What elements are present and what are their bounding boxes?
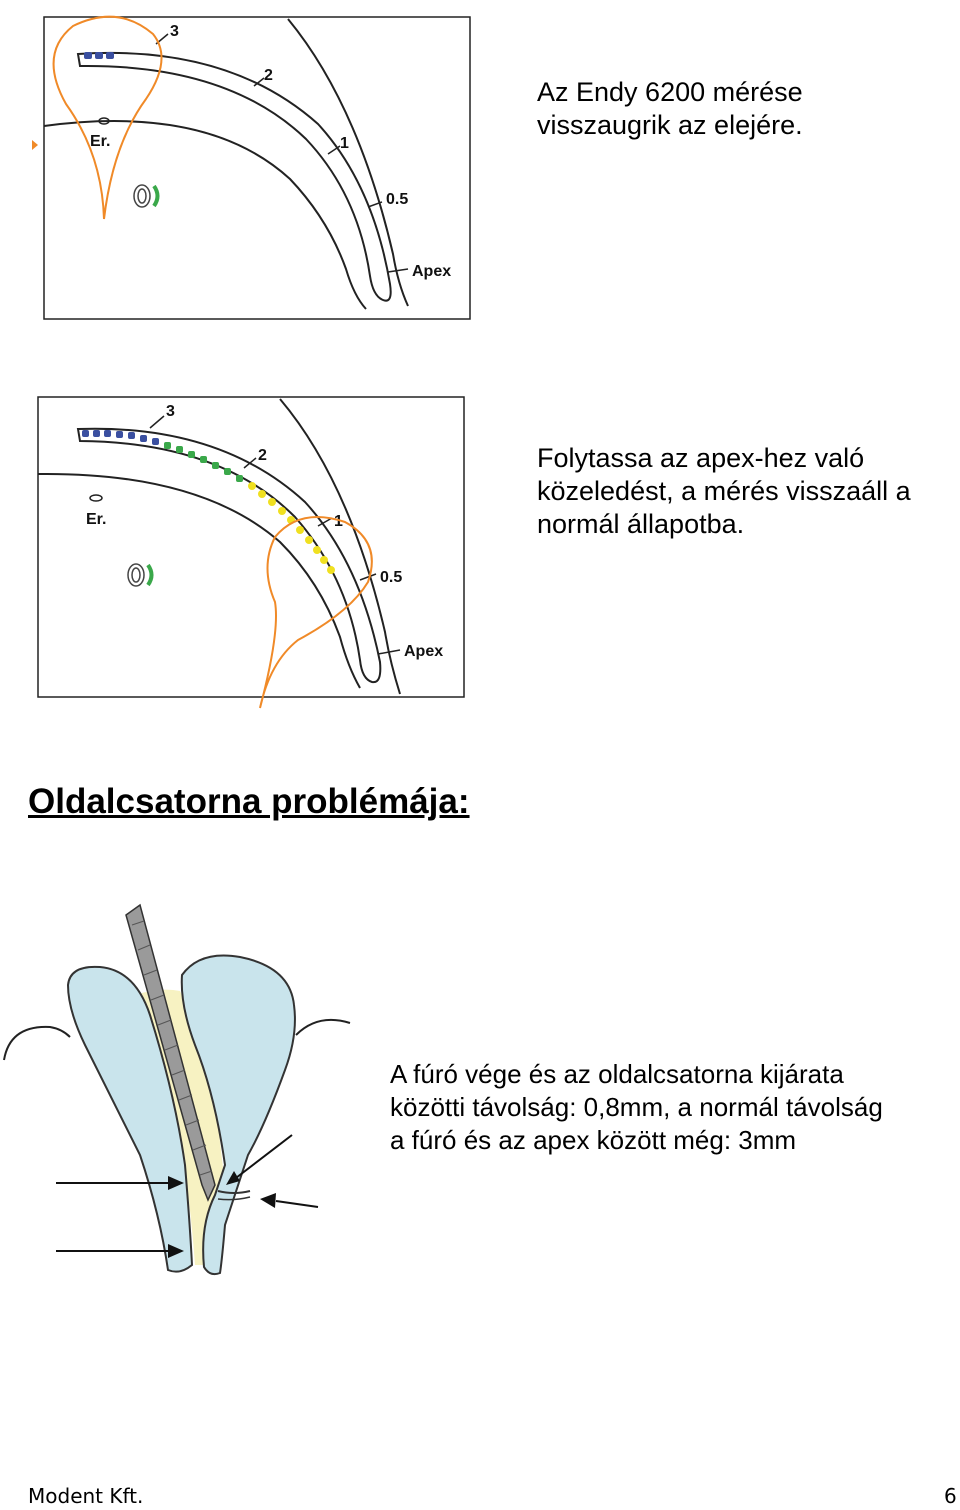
tooth-root-left (66, 965, 194, 1273)
scale-label-3: 3 (166, 403, 175, 420)
arrow-left-lower (56, 1244, 184, 1258)
footer-page-number: 6 (944, 1484, 957, 1508)
scale-ticks (155, 33, 409, 273)
apex-diagram-2-svg: 3 2 1 0.5 Apex Er. (37, 396, 465, 709)
arrow-left-upper (56, 1176, 184, 1190)
indicator-dots (82, 430, 335, 574)
scale-label-2: 2 (258, 447, 267, 464)
gum-line-right (295, 1019, 351, 1036)
canal-path (76, 427, 382, 684)
er-marker-icon (89, 494, 103, 502)
er-marker-icon (98, 117, 110, 125)
scale-label-3: 3 (170, 23, 179, 40)
section-heading: Oldalcsatorna problémája: (28, 782, 470, 821)
caption-2-line-1: Folytassa az apex-hez való (537, 443, 865, 473)
diagram-frame (37, 396, 465, 698)
caption-3-line-3: a fúró és az apex között még: 3mm (390, 1125, 797, 1155)
lower-arc (37, 472, 361, 689)
caption-3-line-2: közötti távolság: 0,8mm, a normál távols… (390, 1092, 883, 1122)
ring-icon (133, 184, 160, 208)
ring-icon (127, 563, 154, 587)
apex-diagram-2: 3 2 1 0.5 Apex Er. (30, 392, 470, 714)
scale-label-0-5: 0.5 (380, 569, 402, 586)
orange-highlight-loop (52, 15, 163, 220)
caption-3: A fúró vége és az oldalcsatorna kijárata… (390, 1058, 883, 1157)
caption-2: Folytassa az apex-hez való közeledést, a… (537, 442, 911, 541)
arrow-right (260, 1193, 319, 1208)
blue-indicator-dots (84, 52, 114, 59)
scale-label-apex: Apex (404, 643, 443, 660)
tooth-illustration (0, 895, 360, 1285)
lateral-canal-edge (217, 1196, 251, 1201)
caption-1-line-1: Az Endy 6200 mérése (537, 77, 803, 107)
outer-arc (287, 18, 409, 307)
caption-3-line-1: A fúró vége és az oldalcsatorna kijárata (390, 1059, 844, 1089)
scale-label-1: 1 (340, 135, 349, 152)
orange-marker-icon (32, 140, 38, 150)
gum-line-left (3, 1025, 71, 1061)
tooth-illustration-svg (3, 903, 351, 1276)
scale-label-1: 1 (334, 513, 343, 530)
apex-diagram-1: 3 2 1 0.5 Apex Er. (28, 14, 478, 324)
arrow-diagonal (226, 1134, 293, 1185)
caption-1-line-2: visszaugrik az elejére. (537, 110, 803, 140)
drill-file (125, 903, 216, 1202)
caption-1: Az Endy 6200 mérése visszaugrik az elejé… (537, 76, 803, 142)
scale-label-0-5: 0.5 (386, 191, 408, 208)
er-label: Er. (86, 511, 106, 528)
lower-arc (43, 120, 367, 310)
footer-company: Modent Kft. (28, 1484, 144, 1508)
caption-2-line-3: normál állapotba. (537, 509, 745, 539)
er-label: Er. (90, 133, 110, 150)
scale-label-2: 2 (264, 67, 273, 84)
canal-path (76, 51, 392, 302)
caption-2-line-2: közeledést, a mérés visszaáll a (537, 476, 911, 506)
outer-arc (279, 398, 401, 695)
scale-ticks (149, 415, 401, 655)
apex-diagram-1-svg: 3 2 1 0.5 Apex Er. (32, 15, 471, 320)
tooth-root-right (180, 954, 296, 1276)
lateral-canal (217, 1190, 251, 1194)
scale-label-apex: Apex (412, 263, 451, 280)
orange-highlight-loop (259, 516, 373, 709)
drill-file-texture (131, 920, 213, 1176)
